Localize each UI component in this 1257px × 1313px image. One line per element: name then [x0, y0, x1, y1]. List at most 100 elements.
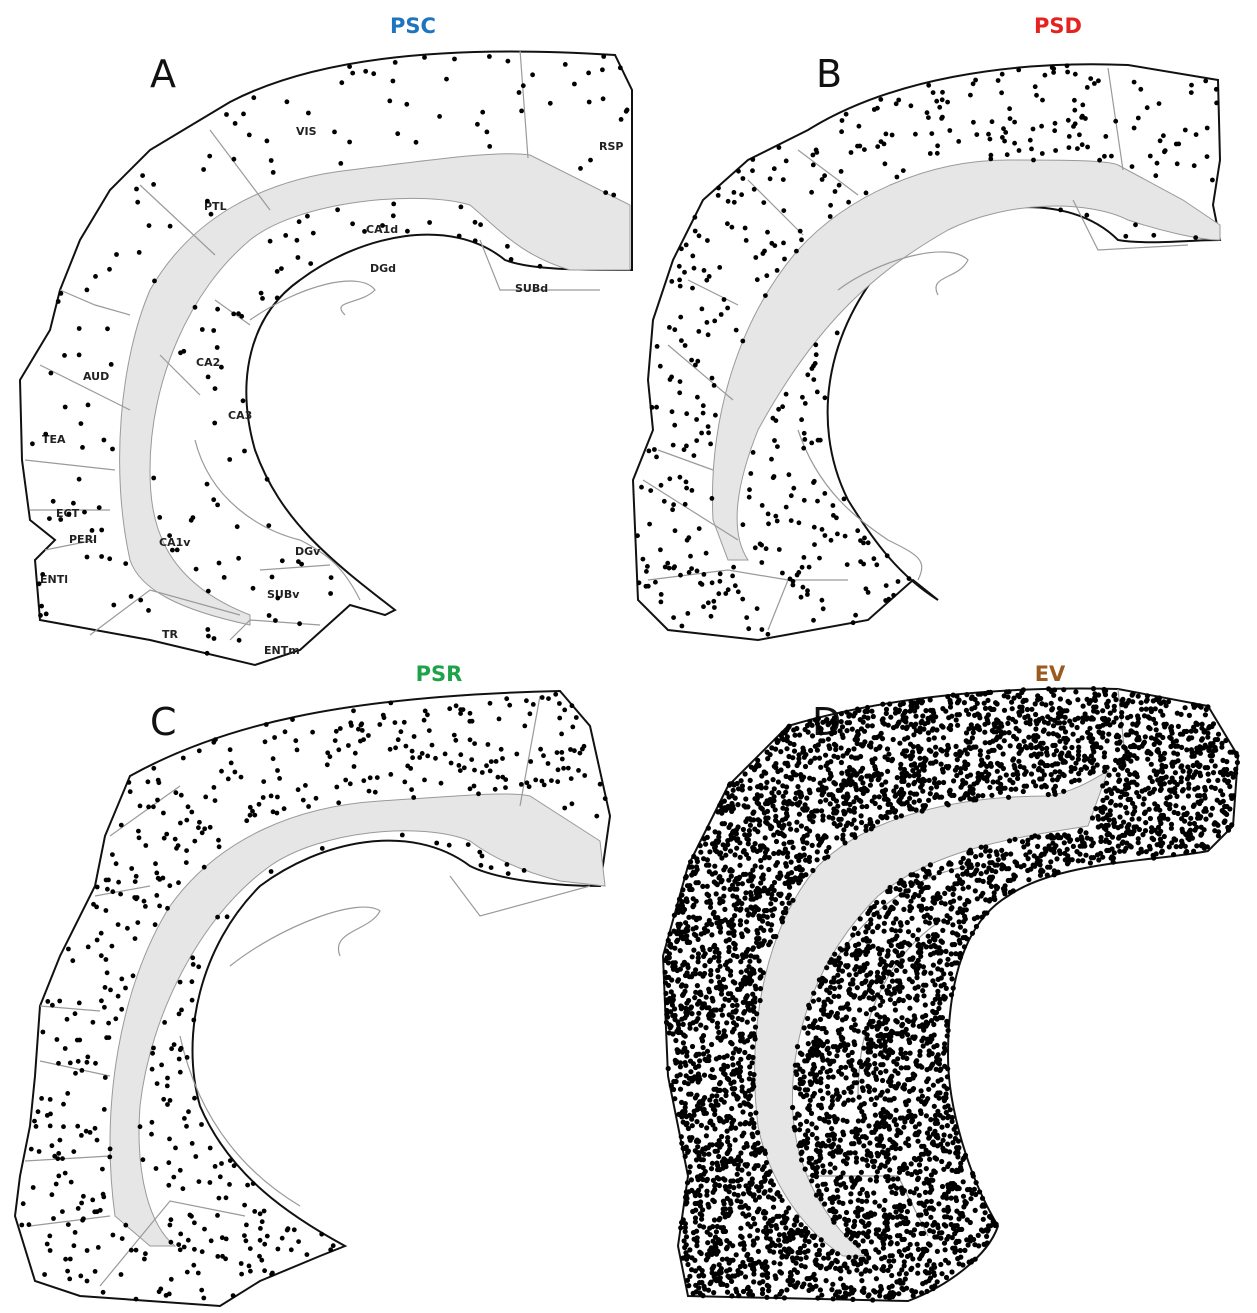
- cell-dot: [1017, 728, 1022, 733]
- cell-dot: [168, 1098, 173, 1103]
- cell-dot: [802, 555, 807, 560]
- cell-dot: [762, 908, 767, 913]
- cell-dot: [902, 1247, 907, 1252]
- cell-dot: [116, 994, 121, 999]
- cell-dot: [839, 169, 844, 174]
- cell-dot: [750, 168, 755, 173]
- cell-dot: [887, 1235, 892, 1240]
- cell-dot: [361, 778, 366, 783]
- cell-dot: [497, 717, 502, 722]
- cell-dot: [215, 915, 220, 920]
- cell-dot: [1193, 235, 1198, 240]
- cell-dot: [260, 1219, 265, 1224]
- cell-dot: [693, 1201, 698, 1206]
- cell-dot: [760, 1167, 765, 1172]
- cell-dot: [785, 802, 790, 807]
- cell-dot: [908, 1267, 913, 1272]
- cell-dot: [809, 441, 814, 446]
- cell-dot: [215, 1213, 220, 1218]
- cell-dot: [1153, 173, 1158, 178]
- cell-dot: [262, 1242, 267, 1247]
- cell-dot: [449, 761, 454, 766]
- cell-dot: [945, 1103, 950, 1108]
- cell-dot: [1194, 843, 1199, 848]
- cell-dot: [1010, 758, 1015, 763]
- cell-dot: [784, 505, 789, 510]
- cell-dot: [135, 895, 140, 900]
- cell-dot: [931, 90, 936, 95]
- cell-dot: [55, 1037, 60, 1042]
- cell-dot: [878, 1044, 883, 1049]
- cell-dot: [193, 305, 198, 310]
- cell-dot: [710, 580, 715, 585]
- cell-dot: [306, 111, 311, 116]
- cell-dot: [85, 555, 90, 560]
- cell-dot: [877, 1038, 882, 1043]
- cell-dot: [1215, 798, 1220, 803]
- cell-dot: [788, 827, 793, 832]
- cell-dot: [707, 274, 712, 279]
- cell-dot: [875, 970, 880, 975]
- cell-dot: [1132, 80, 1137, 85]
- cell-dot: [737, 1184, 742, 1189]
- cell-dot: [851, 1017, 856, 1022]
- cell-dot: [799, 1222, 804, 1227]
- cell-dot: [156, 876, 161, 881]
- cell-dot: [783, 1225, 788, 1230]
- cell-dot: [734, 328, 739, 333]
- cell-dot: [454, 703, 459, 708]
- cell-dot: [898, 928, 903, 933]
- cell-dot: [706, 424, 711, 429]
- cell-dot: [686, 915, 691, 920]
- cell-dot: [695, 359, 700, 364]
- cell-dot: [251, 586, 256, 591]
- cell-dot: [975, 701, 980, 706]
- cell-dot: [353, 751, 358, 756]
- cell-dot: [328, 591, 333, 596]
- cell-dot: [522, 868, 527, 873]
- cell-dot: [366, 733, 371, 738]
- cell-dot: [104, 957, 109, 962]
- cell-dot: [1063, 729, 1068, 734]
- cell-dot: [696, 329, 701, 334]
- cell-dot: [212, 421, 217, 426]
- cell-dot: [927, 1150, 932, 1155]
- cell-dot: [905, 1077, 910, 1082]
- cell-dot: [289, 1247, 294, 1252]
- cell-dot: [476, 791, 481, 796]
- cell-dot: [645, 564, 650, 569]
- dots-b: [635, 63, 1219, 636]
- cell-dot: [258, 1211, 263, 1216]
- cell-dot: [452, 57, 457, 62]
- cell-dot: [1130, 164, 1135, 169]
- cell-dot: [67, 1277, 72, 1282]
- cell-dot: [885, 553, 890, 558]
- cell-dot: [751, 1279, 756, 1284]
- cell-dot: [1004, 772, 1009, 777]
- cell-dot: [684, 1189, 689, 1194]
- cell-dot: [730, 1056, 735, 1061]
- cell-dot: [920, 713, 925, 718]
- cell-dot: [151, 476, 156, 481]
- cell-dot: [750, 906, 755, 911]
- cell-dot: [280, 558, 285, 563]
- cell-dot: [747, 495, 752, 500]
- cell-dot: [875, 819, 880, 824]
- cell-dot: [285, 99, 290, 104]
- cell-dot: [264, 722, 269, 727]
- dots-c: [19, 692, 607, 1302]
- cell-dot: [802, 431, 807, 436]
- cell-dot: [667, 476, 672, 481]
- cell-dot: [690, 904, 695, 909]
- cell-dot: [693, 229, 698, 234]
- cell-dot: [712, 605, 717, 610]
- cell-dot: [473, 238, 478, 243]
- cell-dot: [815, 499, 820, 504]
- cell-dot: [901, 907, 906, 912]
- cell-dot: [740, 339, 745, 344]
- cell-dot: [549, 778, 554, 783]
- cell-dot: [186, 1238, 191, 1243]
- cell-dot: [138, 598, 143, 603]
- cell-dot: [196, 1271, 201, 1276]
- cell-dot: [282, 806, 287, 811]
